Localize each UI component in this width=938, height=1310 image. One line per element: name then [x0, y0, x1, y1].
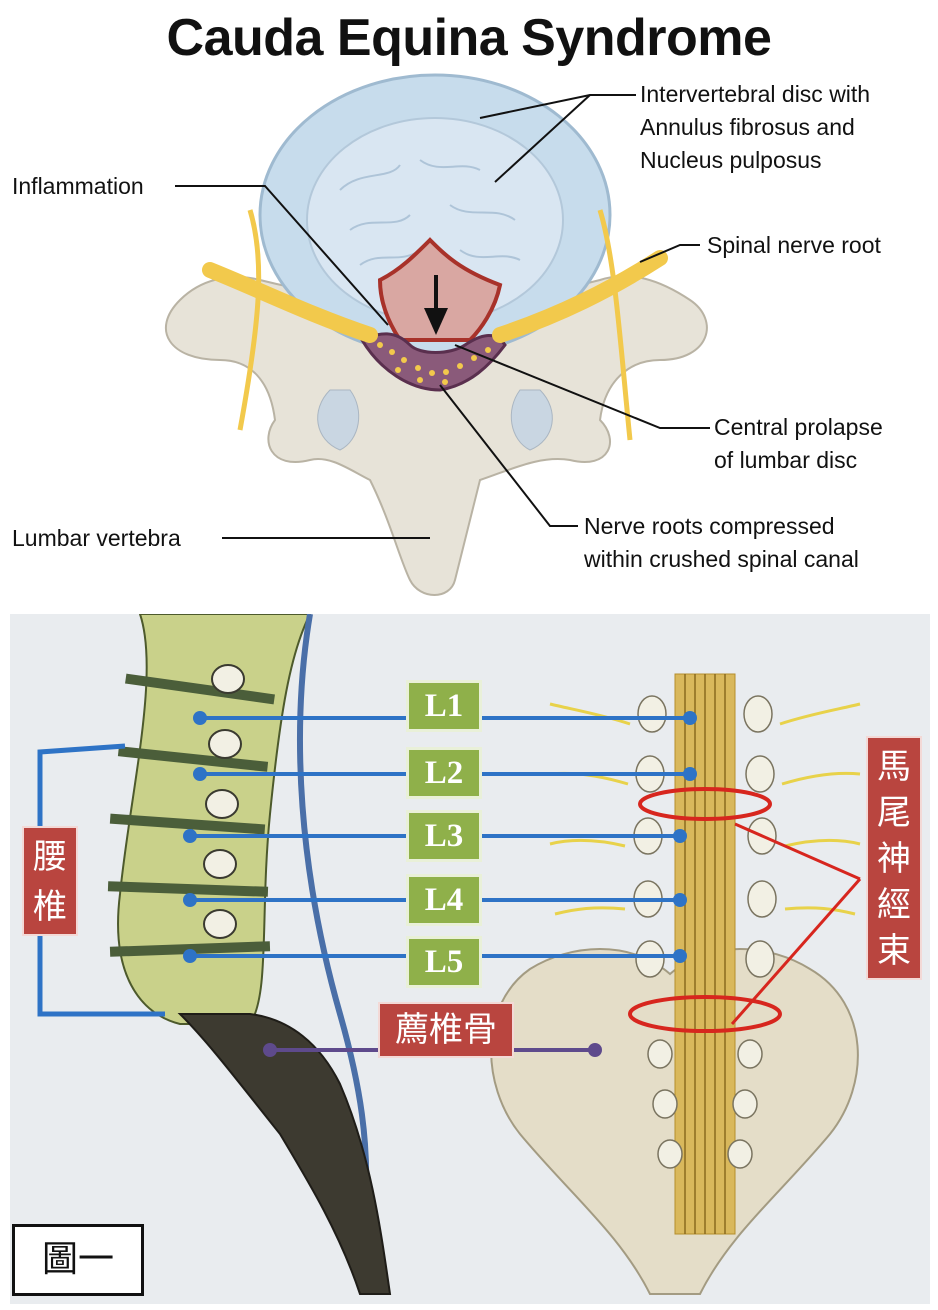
leader-inflammation	[175, 185, 389, 326]
spinal-canal-outline	[297, 614, 370, 1215]
guide-dot-l5-left	[183, 949, 197, 963]
guide-dot-l5-right	[673, 949, 687, 963]
prolapse-label-line-2: of lumbar disc	[714, 447, 858, 473]
prolapse-arrow-head	[424, 308, 448, 335]
level-box-l5: L5	[406, 936, 482, 988]
inflammation-label: Inflammation	[12, 173, 144, 199]
compressed-label-line-2: within crushed spinal canal	[584, 546, 859, 572]
leader-nerve-root	[639, 244, 700, 263]
guide-dot-l2-right	[683, 767, 697, 781]
spine-illustration	[37, 614, 862, 1295]
diagram-title: Cauda Equina Syndrome	[166, 9, 772, 67]
sacrum-label: 薦椎骨	[378, 1002, 514, 1058]
disc-label: Intervertebral disc with Annulus fibrosu…	[640, 78, 870, 177]
leader-prolapse	[454, 344, 710, 429]
nerve-root-label: Spinal nerve root	[707, 232, 881, 258]
sacrum-guide-dot-right	[588, 1043, 602, 1057]
level-box-l1: L1	[406, 680, 482, 732]
lumbar-label-char-1: 腰	[33, 837, 67, 877]
cauda-equina-label: 馬 尾 神 經 束	[866, 736, 922, 980]
cauda-label-char-5: 束	[877, 931, 911, 971]
leader-disc-2	[494, 94, 591, 183]
compressed-label: Nerve roots compressed within crushed sp…	[584, 510, 859, 576]
guide-dot-l4-left	[183, 893, 197, 907]
left-facet	[317, 389, 360, 451]
cauda-pointer-upper	[734, 822, 861, 881]
disc-label-line-3: Nucleus pulposus	[640, 147, 822, 173]
vertebra-label: Lumbar vertebra	[12, 525, 181, 551]
compressed-label-line-1: Nerve roots compressed	[584, 513, 835, 539]
cauda-label-char-2: 尾	[877, 793, 911, 833]
side-sacrum	[177, 1013, 392, 1295]
guide-dot-l4-right	[673, 893, 687, 907]
right-spinal-nerve-root	[492, 250, 668, 343]
lumbar-label: 腰 椎	[22, 826, 78, 936]
disc-label-line-1: Intervertebral disc with	[640, 81, 871, 107]
lumbar-spine-panel: L1 L2 L3 L4 L5 腰 椎 薦椎骨 馬 尾 神 經 束 圖一	[10, 614, 930, 1304]
cauda-pointer-lower	[730, 878, 862, 1025]
figure-label: 圖一	[12, 1224, 144, 1296]
right-facet	[510, 389, 553, 451]
leader-compressed	[439, 384, 578, 527]
guide-dot-l1-right	[683, 711, 697, 725]
vertebra-cross-section	[164, 73, 710, 596]
level-box-l4: L4	[406, 874, 482, 926]
guide-dot-l3-right	[673, 829, 687, 843]
guide-dot-l3-left	[183, 829, 197, 843]
left-spinal-nerve-root	[202, 262, 378, 343]
guide-dot-l2-left	[193, 767, 207, 781]
cauda-label-char-3: 神	[877, 839, 911, 879]
cauda-loop-upper	[638, 787, 772, 821]
sacrum-guide-dot-left	[263, 1043, 277, 1057]
level-box-l2: L2	[406, 747, 482, 799]
level-box-l3: L3	[406, 810, 482, 862]
prolapse-label-line-1: Central prolapse	[714, 414, 883, 440]
cauda-label-char-1: 馬	[877, 747, 911, 787]
prolapse-label: Central prolapse of lumbar disc	[714, 411, 883, 477]
cauda-loop-lower	[628, 995, 782, 1033]
guide-dot-l1-left	[193, 711, 207, 725]
central-prolapse	[377, 237, 503, 342]
lumbar-label-char-2: 椎	[33, 887, 67, 927]
disc-label-line-2: Annulus fibrosus and	[640, 114, 855, 140]
cauda-label-char-4: 經	[877, 885, 911, 925]
